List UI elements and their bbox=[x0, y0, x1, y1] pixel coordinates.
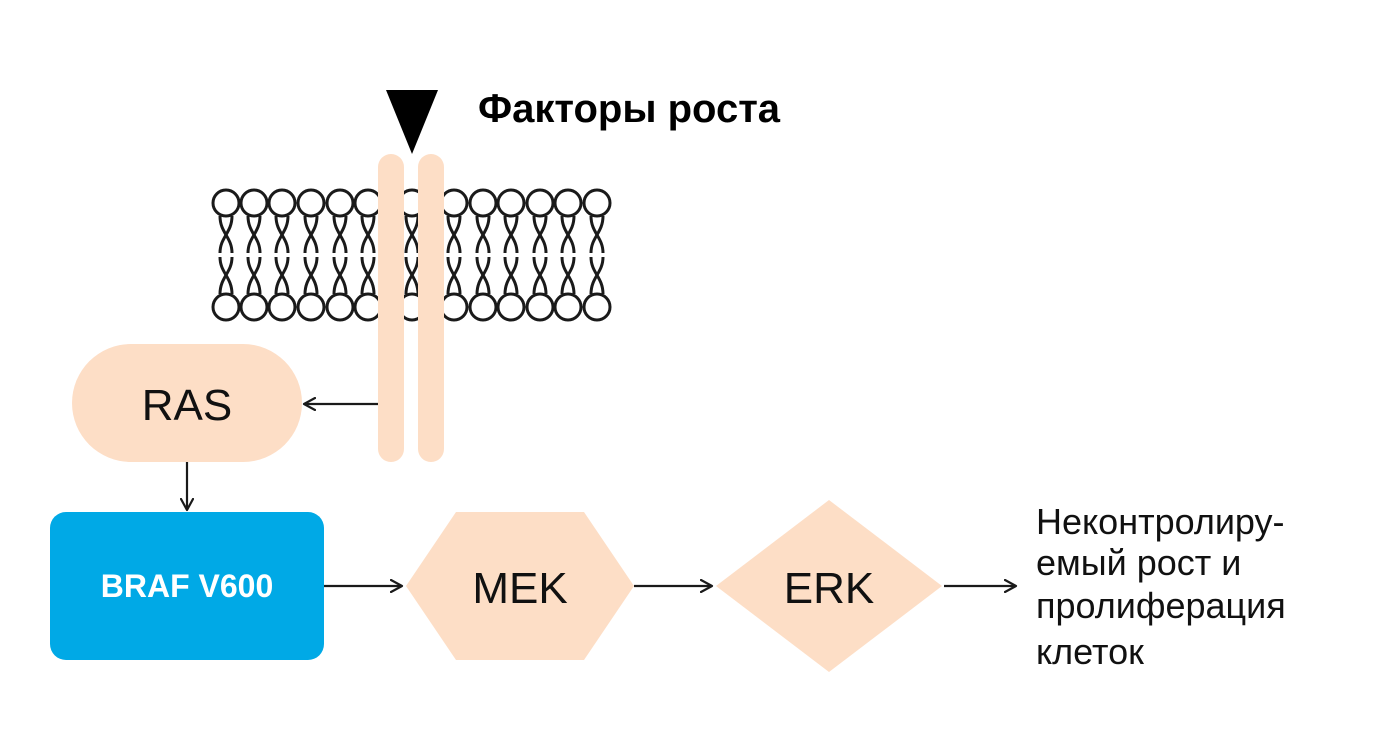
lipid-molecule bbox=[553, 188, 583, 322]
mek-label: MEK bbox=[472, 564, 567, 613]
lipid-molecule bbox=[325, 188, 355, 322]
ras-label: RAS bbox=[142, 381, 232, 430]
mek-node bbox=[406, 512, 634, 660]
outcome-line-1: Неконтролиру- bbox=[1036, 501, 1285, 542]
outcome-line-4: клеток bbox=[1036, 631, 1144, 672]
receptor-bar-left bbox=[378, 154, 404, 462]
braf-v600-label: BRAF V600 bbox=[101, 568, 274, 604]
lipid-molecule bbox=[353, 188, 383, 322]
erk-node bbox=[716, 500, 942, 672]
lipid-molecule bbox=[211, 188, 241, 322]
receptor-bar-right bbox=[418, 154, 444, 462]
lipid-molecule bbox=[267, 188, 297, 322]
growth-factor-triangle-icon bbox=[386, 90, 438, 154]
lipid-molecule bbox=[239, 188, 269, 322]
lipid-molecule bbox=[439, 188, 469, 322]
cell-membrane-bilayer-icon bbox=[211, 188, 612, 322]
lipid-molecule bbox=[468, 188, 498, 322]
outcome-line-2: емый рост и bbox=[1036, 542, 1241, 583]
erk-label: ERK bbox=[784, 564, 874, 613]
outcome-line-3: пролиферация bbox=[1036, 585, 1286, 626]
lipid-molecule bbox=[525, 188, 555, 322]
ras-node bbox=[72, 344, 302, 462]
lipid-molecule bbox=[296, 188, 326, 322]
braf-v600-node bbox=[50, 512, 324, 660]
outcome-text: Неконтролиру- емый рост и пролиферация к… bbox=[1036, 501, 1296, 672]
lipid-molecule bbox=[582, 188, 612, 322]
lipid-molecule bbox=[496, 188, 526, 322]
diagram-title: Факторы роста bbox=[478, 87, 781, 131]
